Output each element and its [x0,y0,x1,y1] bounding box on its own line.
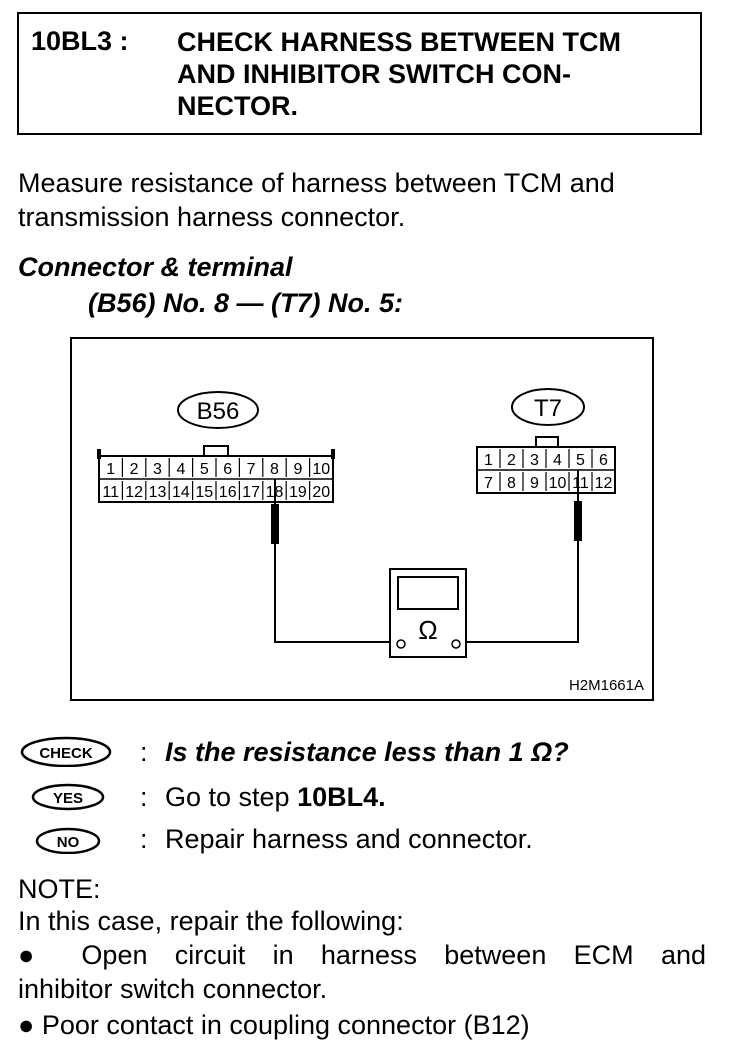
colon: : [140,737,148,767]
colon: : [140,824,148,854]
check-badge: CHECK [20,736,112,767]
terminal-number: 8 [270,461,279,478]
probe-b56 [271,504,279,544]
terminal-number: 15 [195,484,213,501]
terminal-number: 19 [289,484,307,501]
note-heading: NOTE: [18,874,101,904]
colon: : [140,782,148,812]
no-badge-label: NO [57,834,80,851]
terminal-number: 4 [553,452,562,469]
check-question: Is the resistance less than 1 Ω? [165,737,569,767]
step-title-line: NECTOR. [177,91,299,121]
note-item-text: Poor contact in coupling connector (B12) [41,1010,530,1040]
lead-wire-b56 [274,544,392,643]
terminal-number: 20 [312,484,330,501]
step-title-line: AND INHIBITOR SWITCH CON- [177,59,571,89]
terminal-number: 2 [507,452,516,469]
terminal-number: 3 [530,452,539,469]
note-item: ● Poor contact in coupling connector (B1… [18,1008,530,1042]
yes-badge: YES [31,783,105,811]
bullet-icon: ● [18,940,55,970]
terminal-number: 16 [219,484,237,501]
connector-spec: (B56) No. 8 — (T7) No. 5: [88,288,404,318]
no-action: Repair harness and connector. [165,824,533,854]
figure-code: H2M1661A [569,677,644,694]
terminal-number: 6 [599,452,608,469]
terminal-number: 1 [106,461,115,478]
terminal-number: 9 [530,475,539,492]
no-row: NO : Repair harness and connector. [20,822,710,858]
terminal-number: 7 [247,461,256,478]
terminal-number: 10 [549,475,567,492]
lead-wire-t7 [462,541,579,643]
b56-label-oval [177,391,259,429]
terminal-number: 6 [223,461,232,478]
terminal-number: 12 [125,484,143,501]
bullet-icon: ● [18,1010,35,1040]
terminal-number: 12 [595,475,613,492]
ohm-symbol: Ω [418,615,437,645]
terminal-number: 17 [242,484,260,501]
terminal-number: 14 [172,484,190,501]
terminal-number: 5 [200,461,209,478]
step-title: CHECK HARNESS BETWEEN TCM AND INHIBITOR … [177,26,697,122]
terminal-number: 1 [484,452,493,469]
b56-connector: 1234567891011121314151617181920 [97,445,335,503]
terminal-number: 3 [153,461,162,478]
yes-action: Go to step 10BL4. [165,780,386,814]
t7-label-oval [511,388,585,426]
terminal-number: 11 [572,475,589,492]
meter-terminal [396,639,406,649]
meter-terminal [451,639,461,649]
check-badge-label: CHECK [39,745,93,762]
note-item-line: inhibitor switch connector. [18,974,328,1004]
probe-t7 [574,501,582,541]
instruction-line: Measure resistance of harness between TC… [18,168,615,198]
terminal-number: 4 [176,461,185,478]
no-badge: NO [35,827,101,854]
yes-row: YES : Go to step 10BL4. [20,780,710,816]
b56-label: B56 [197,398,240,425]
ohmmeter: Ω [389,568,467,658]
yes-step-link[interactable]: 10BL4. [297,782,386,812]
terminal-number: 8 [507,475,516,492]
check-row: CHECK : Is the resistance less than 1 Ω? [20,735,710,771]
wiring-figure: B56 T7 1234567891011121314151617181920 1… [70,337,654,701]
note-intro: In this case, repair the following: [18,906,404,936]
yes-badge-label: YES [53,790,83,807]
note-item: ● Open circuit in harness between ECM an… [18,938,706,1006]
terminal-number: 13 [149,484,167,501]
terminal-number: 2 [130,461,139,478]
meter-display [397,576,459,610]
terminal-number: 5 [576,452,585,469]
terminal-number: 11 [102,484,119,501]
step-header: 10BL3 : CHECK HARNESS BETWEEN TCM AND IN… [17,12,702,135]
step-title-line: CHECK HARNESS BETWEEN TCM [177,27,622,57]
terminal-number: 7 [484,475,493,492]
b56-terminal-grid: 1234567891011121314151617181920 [102,458,330,501]
terminal-number: 10 [312,461,330,478]
terminal-number: 9 [293,461,302,478]
instruction-line: transmission harness connector. [18,202,406,232]
step-number: 10BL3 : [31,26,129,56]
yes-text: Go to step [165,782,298,812]
t7-label: T7 [534,395,562,422]
note-item-line: Open circuit in harness between ECM and [81,940,706,970]
wiring-diagram: B56 T7 1234567891011121314151617181920 1… [97,388,644,694]
connector-label: Connector & terminal [18,252,293,282]
